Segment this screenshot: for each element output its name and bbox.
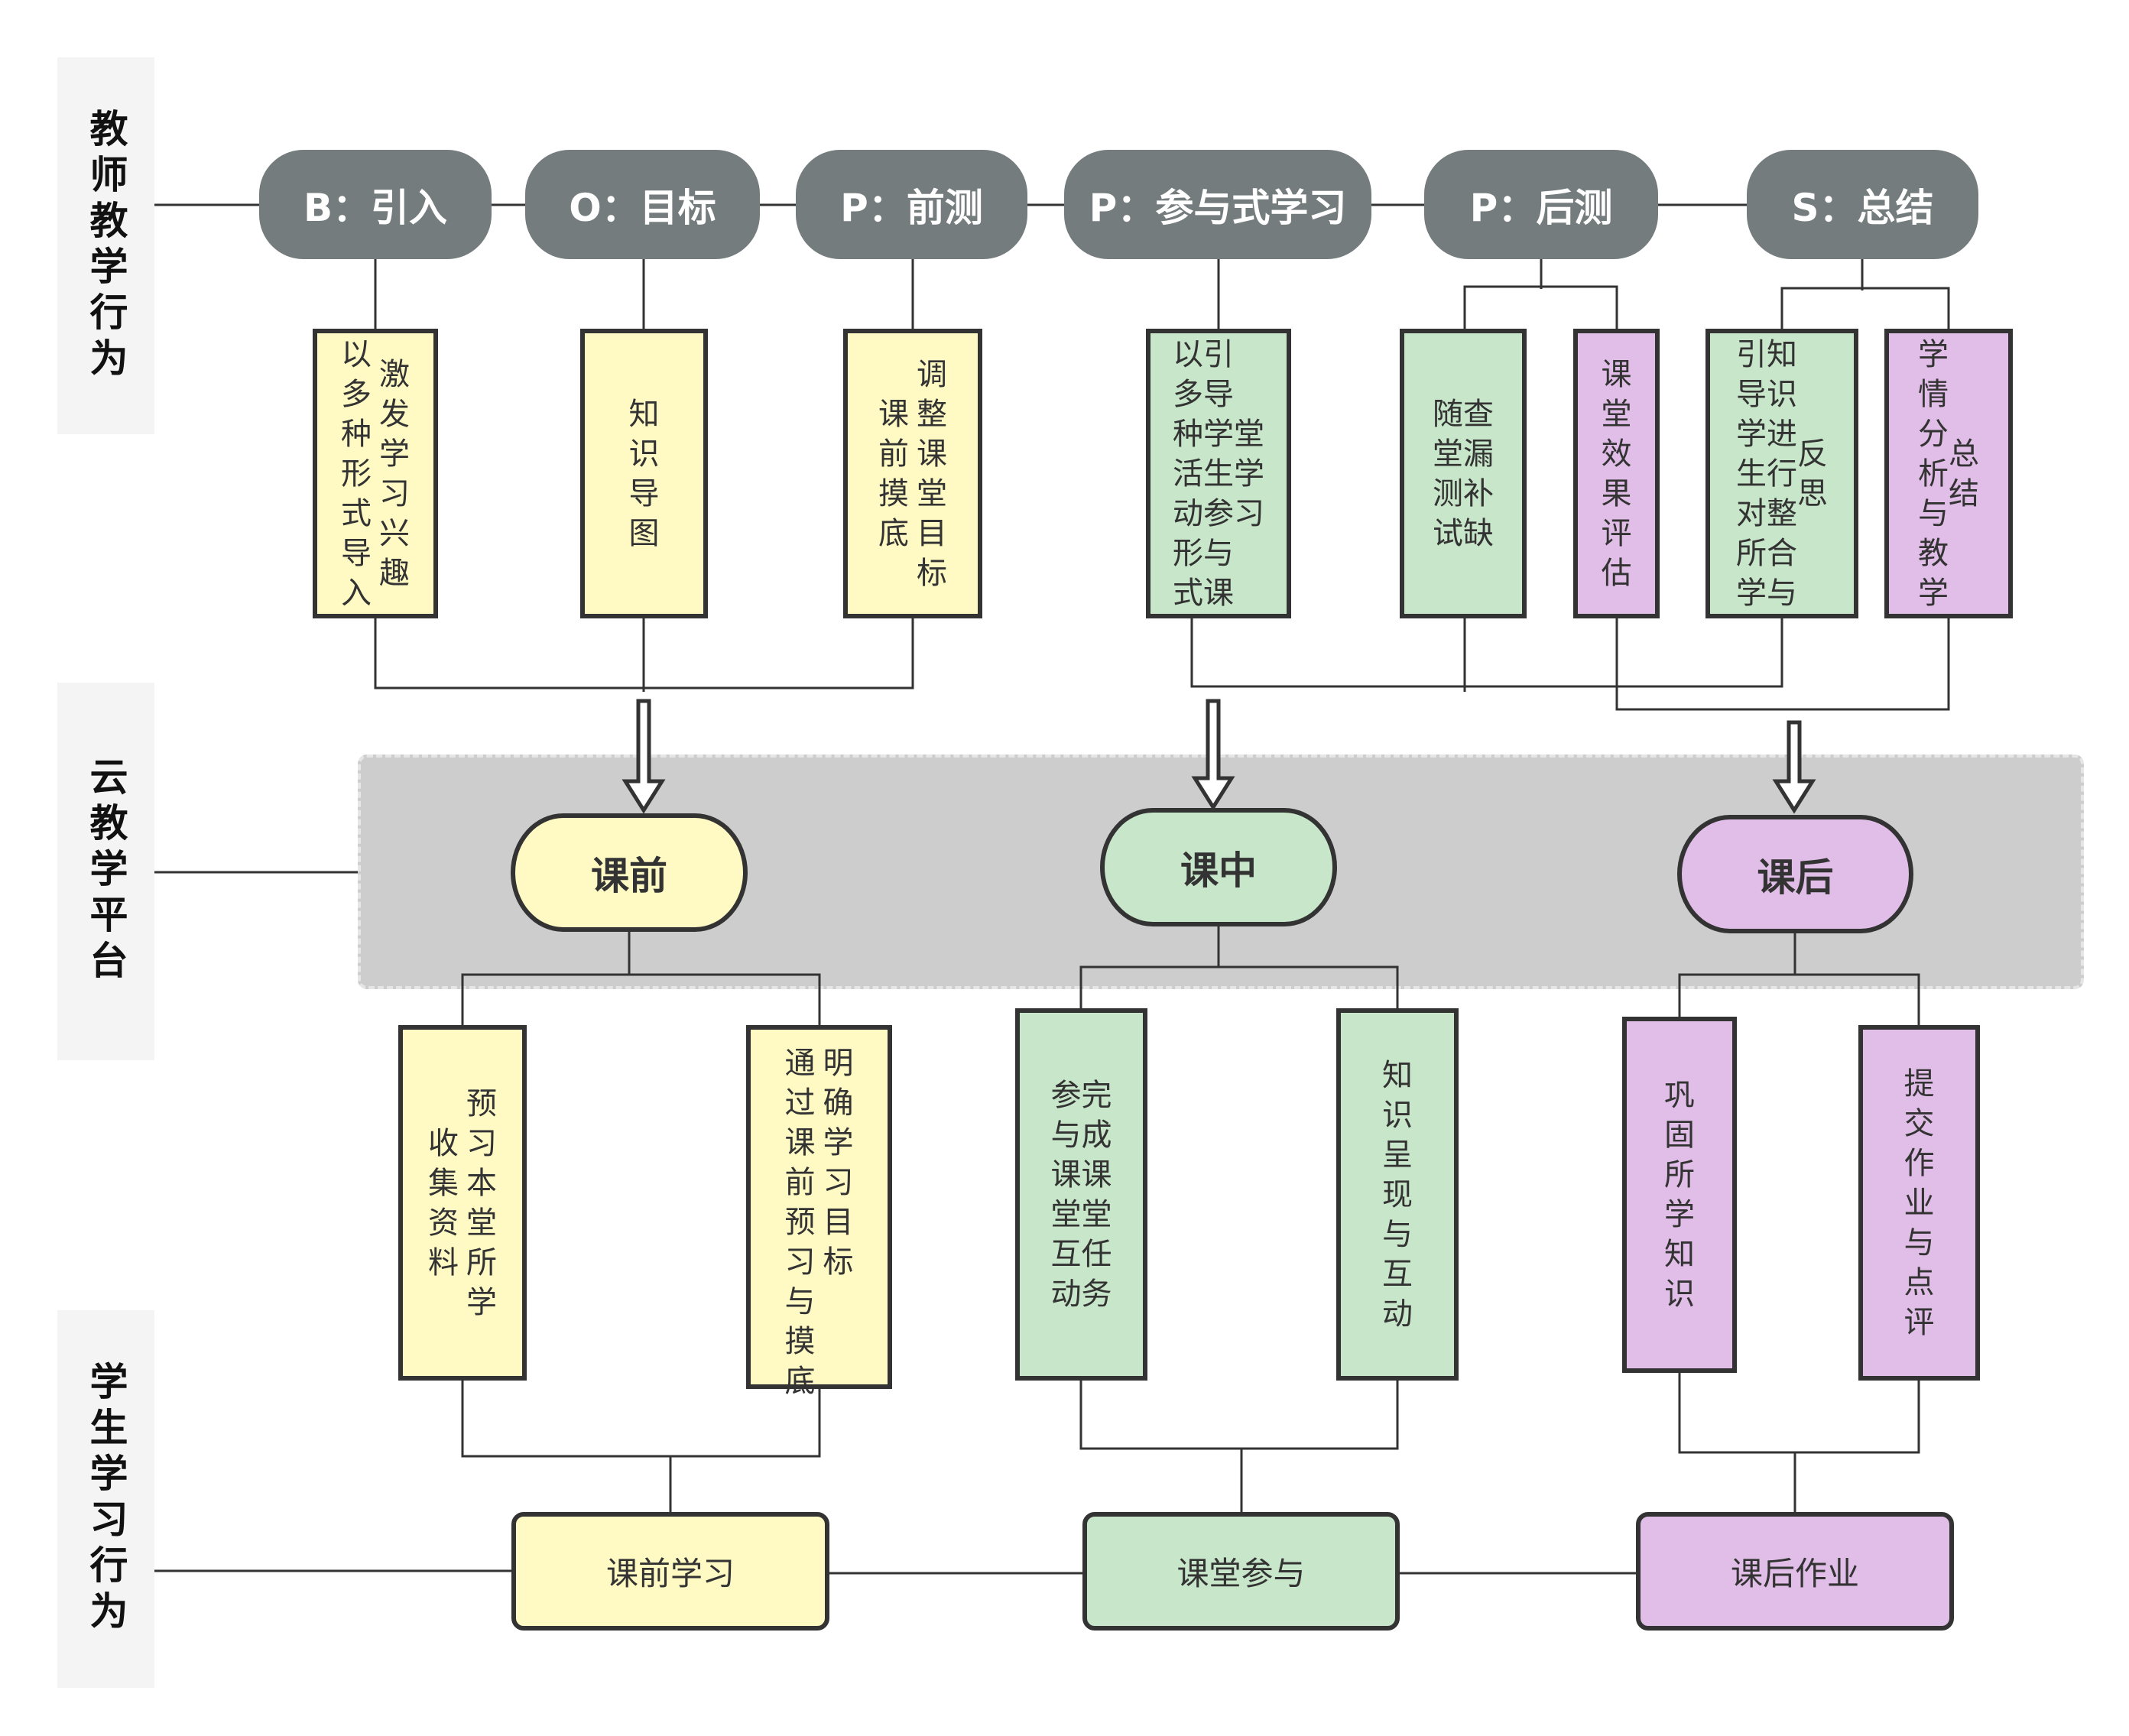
text-column: 完成课堂任务 — [1081, 1077, 1112, 1312]
text-column: 引导学生对所学 — [1736, 336, 1767, 611]
lane-teacher: 教师教学行为 — [57, 57, 154, 434]
lane-platform-label: 云教学平台 — [83, 757, 128, 986]
teacher-step-p-posttest[interactable]: P：后测 — [1424, 150, 1658, 259]
text-column: 堂学习 — [1234, 416, 1264, 531]
text-column: 引导学生参与课 — [1203, 336, 1234, 611]
text-column: 课堂效果评估 — [1601, 356, 1632, 591]
text-column: 预习本堂所学 — [466, 1085, 497, 1320]
text-column: 知识进行整合与 — [1767, 336, 1797, 611]
behavior-label: 课堂参与 — [1176, 1555, 1306, 1592]
student-activity-box[interactable]: 收集资料预习本堂所学 — [398, 1025, 527, 1381]
text-column: 知识导图 — [628, 396, 660, 551]
step-label: S：总结 — [1791, 185, 1934, 230]
lane-teacher-label: 教师教学行为 — [83, 108, 128, 384]
student-activity-box[interactable]: 参与课堂互动完成课堂任务 — [1015, 1008, 1147, 1381]
step-label: B：引入 — [303, 185, 448, 230]
text-column: 总结 — [1949, 436, 1979, 511]
text-column: 以多种形式导入 — [341, 336, 372, 611]
student-activity-box[interactable]: 通过课前预习与摸底明确学习目标 — [746, 1025, 892, 1399]
text-column: 课前摸底 — [878, 396, 909, 551]
text-column: 随堂测试 — [1433, 396, 1463, 551]
teacher-activity-box[interactable]: 随堂测试查漏补缺 — [1400, 329, 1527, 618]
step-label: O：目标 — [569, 185, 716, 230]
teacher-step-b-intro[interactable]: B：引入 — [259, 150, 492, 259]
text-column: 提交作业与点评 — [1903, 1066, 1935, 1340]
stage-label: 课前 — [591, 853, 667, 898]
step-label: P：前测 — [840, 185, 983, 230]
step-label: P：参与式学习 — [1089, 185, 1347, 230]
teacher-activity-box[interactable]: 以多种活动形式引导学生参与课堂学习 — [1146, 329, 1291, 618]
student-activity-box[interactable]: 提交作业与点评 — [1858, 1025, 1980, 1381]
text-column: 学情分析与教学 — [1918, 336, 1949, 611]
text-column: 激发学习兴趣 — [379, 356, 410, 591]
teacher-step-o-objective[interactable]: O：目标 — [525, 150, 760, 259]
text-column: 反思 — [1797, 436, 1828, 511]
text-column: 以多种活动形式 — [1173, 336, 1203, 611]
behavior-label: 课前学习 — [605, 1555, 735, 1592]
text-column: 通过课前预习与摸底 — [784, 1046, 816, 1399]
student-activity-box[interactable]: 知识呈现与互动 — [1336, 1008, 1459, 1381]
teacher-step-p-participatory[interactable]: P：参与式学习 — [1064, 150, 1371, 259]
teacher-activity-box[interactable]: 以多种形式导入激发学习兴趣 — [313, 329, 438, 618]
text-column: 收集资料 — [428, 1125, 459, 1280]
platform-stage-in-class[interactable]: 课中 — [1100, 808, 1337, 926]
student-activity-box[interactable]: 巩固所学知识 — [1622, 1017, 1737, 1373]
student-behavior-class-participation[interactable]: 课堂参与 — [1082, 1512, 1400, 1631]
stage-label: 课后 — [1757, 855, 1834, 900]
text-column: 查漏补缺 — [1463, 396, 1494, 551]
step-label: P：后测 — [1469, 185, 1613, 230]
text-column: 明确学习目标 — [823, 1046, 854, 1280]
platform-stage-pre-class[interactable]: 课前 — [511, 813, 748, 932]
lane-student-label: 学生学习行为 — [83, 1361, 128, 1637]
lane-platform: 云教学平台 — [57, 683, 154, 1060]
teacher-activity-box[interactable]: 课前摸底调整课堂目标 — [843, 329, 982, 618]
teacher-activity-box[interactable]: 学情分析与教学总结 — [1884, 329, 2013, 618]
stage-label: 课中 — [1180, 848, 1257, 893]
teacher-step-p-pretest[interactable]: P：前测 — [796, 150, 1027, 259]
text-column: 参与课堂互动 — [1050, 1077, 1082, 1312]
teacher-activity-box[interactable]: 课堂效果评估 — [1573, 329, 1660, 618]
platform-stage-post-class[interactable]: 课后 — [1677, 815, 1913, 933]
teacher-step-s-summary[interactable]: S：总结 — [1747, 150, 1978, 259]
text-column: 知识呈现与互动 — [1382, 1057, 1413, 1332]
student-behavior-pre-class-study[interactable]: 课前学习 — [511, 1512, 829, 1631]
text-column: 巩固所学知识 — [1664, 1078, 1695, 1312]
student-behavior-homework[interactable]: 课后作业 — [1636, 1512, 1954, 1631]
behavior-label: 课后作业 — [1730, 1555, 1859, 1592]
lane-student: 学生学习行为 — [57, 1310, 154, 1688]
teacher-activity-box[interactable]: 知识导图 — [580, 329, 708, 618]
text-column: 调整课堂目标 — [917, 356, 947, 591]
teacher-activity-box[interactable]: 引导学生对所学知识进行整合与反思 — [1705, 329, 1858, 618]
